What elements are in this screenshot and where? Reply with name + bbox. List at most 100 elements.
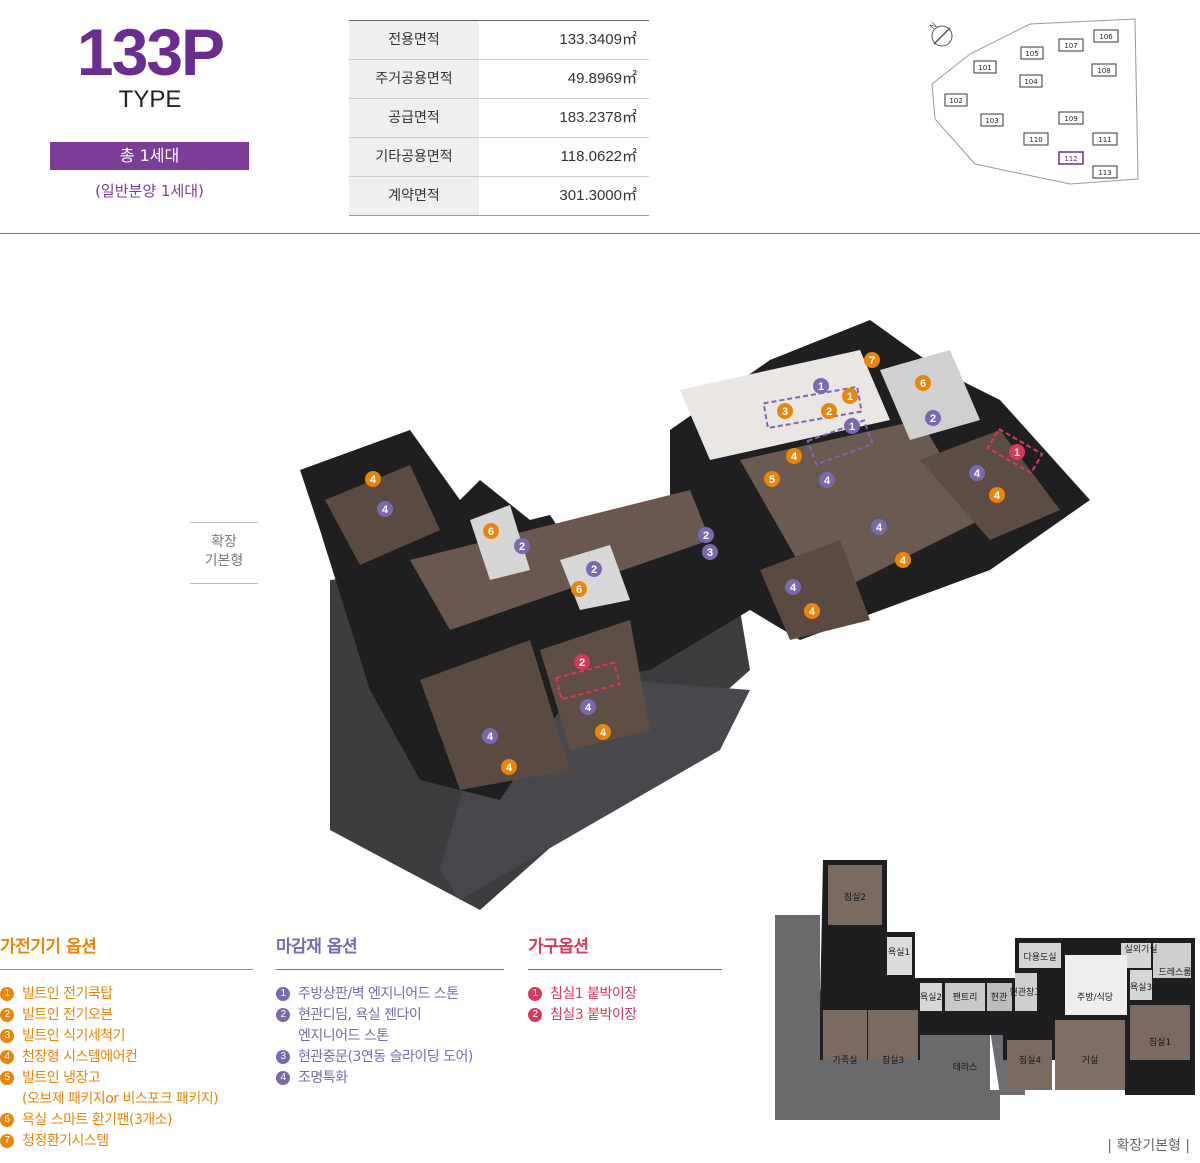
marker-finish-2: 2 [514, 538, 530, 554]
area-row: 계약면적 301.3000㎡ [349, 177, 649, 216]
area-row: 전용면적 133.3409㎡ [349, 21, 649, 60]
marker-finish-3: 3 [702, 544, 718, 560]
building-107: 107 [1058, 38, 1084, 52]
area-value: 118.0622㎡ [560, 148, 637, 165]
room-label: 다용도실 [1023, 952, 1056, 963]
number-icon: 6 [0, 1113, 14, 1127]
svg-text:2: 2 [591, 564, 597, 576]
svg-text:105: 105 [1025, 50, 1038, 58]
svg-text:2: 2 [579, 657, 585, 669]
svg-text:6: 6 [920, 378, 926, 390]
appliance-options-title: 가전기기 옵션 [0, 937, 97, 957]
option-text: 현관중문(3연동 슬라이딩 도어) [298, 1049, 473, 1065]
room-label: 가족실 [833, 1055, 858, 1066]
number-icon: 1 [0, 987, 14, 1001]
svg-text:104: 104 [1024, 78, 1038, 86]
list-item: 1 빌트인 전기쿡탑 [0, 984, 253, 1005]
room-label: 침실1 [1149, 1037, 1171, 1048]
type-code: 133P [76, 15, 225, 89]
svg-text:113: 113 [1098, 169, 1111, 177]
marker-furniture-1: 1 [1009, 444, 1025, 460]
option-text-line2: 엔지니어드 스톤 [298, 1028, 389, 1044]
room-label: 침실2 [844, 892, 866, 903]
room-utility [1019, 943, 1061, 968]
svg-text:4: 4 [974, 468, 981, 480]
option-text: 침실3 붙박이장 [550, 1007, 637, 1023]
svg-text:109: 109 [1064, 115, 1077, 123]
kitchen-island-outline [806, 419, 874, 466]
marker-finish-2: 2 [698, 527, 714, 543]
building-111: 111 [1092, 132, 1118, 146]
number-icon: 2 [528, 1008, 542, 1022]
marker-appliance-5: 5 [764, 471, 780, 487]
compass-label: N [928, 21, 939, 32]
svg-text:5: 5 [769, 474, 775, 486]
marker-finish-4: 4 [482, 728, 498, 744]
marker-appliance-6: 6 [915, 375, 931, 391]
svg-text:6: 6 [488, 526, 494, 538]
svg-text:1: 1 [1014, 447, 1020, 459]
option-text: 빌트인 냉장고(오브제 패키지or 비스포크 패키지) [22, 1068, 219, 1110]
svg-text:108: 108 [1097, 67, 1110, 75]
isometric-floor-plan: 4 6 6 7 6 1 3 2 4 5 4 4 4 4 4 4 2 2 2 3 … [300, 320, 1090, 910]
marker-appliance-3: 3 [777, 403, 793, 419]
building-109: 109 [1058, 111, 1084, 125]
room-kitchen [1065, 955, 1127, 1015]
marker-furniture-2: 2 [574, 654, 590, 670]
room-label: 욕실2 [920, 992, 942, 1003]
svg-text:2: 2 [930, 413, 936, 425]
room-label: 현관창고 [1009, 987, 1042, 998]
room-entrance-storage [1015, 973, 1037, 1011]
room-living [1055, 1020, 1125, 1090]
svg-text:2: 2 [826, 406, 832, 418]
wardrobe-bedroom3-outline [554, 661, 622, 701]
marker-finish-1: 1 [844, 418, 860, 434]
svg-text:4: 4 [824, 475, 831, 487]
room-label: 욕실1 [888, 947, 910, 958]
option-text: 빌트인 전기오븐 [22, 1007, 113, 1023]
number-icon: 2 [276, 1008, 290, 1022]
marker-appliance-1: 1 [842, 388, 858, 404]
option-text-line2: (오브제 패키지or 비스포크 패키지) [22, 1091, 219, 1107]
plan-type-tag: 확장 기본형 [190, 522, 258, 584]
building-103: 103 [980, 113, 1004, 127]
floor-family-room [420, 640, 570, 790]
marker-appliance-4: 4 [895, 552, 911, 568]
number-icon: 4 [276, 1071, 290, 1085]
option-text: 조명특화 [298, 1070, 348, 1086]
svg-text:103: 103 [985, 117, 998, 125]
svg-text:102: 102 [949, 97, 962, 105]
svg-text:3: 3 [782, 406, 788, 418]
marker-appliance-4: 4 [786, 448, 802, 464]
svg-text:106: 106 [1099, 33, 1113, 41]
building-110: 110 [1023, 132, 1049, 146]
area-value: 301.3000㎡ [559, 187, 637, 204]
room-bedroom2 [828, 865, 882, 925]
building-104: 104 [1019, 74, 1043, 88]
number-icon: 3 [276, 1050, 290, 1064]
room-label: 테라스 [953, 1062, 978, 1073]
svg-text:101: 101 [978, 64, 991, 72]
building-105: 105 [1020, 46, 1044, 60]
room-bedroom3 [868, 1010, 918, 1060]
list-item: 3 현관중문(3연동 슬라이딩 도어) [276, 1047, 504, 1068]
marker-appliance-2: 2 [821, 403, 837, 419]
svg-text:2: 2 [519, 541, 525, 553]
area-label: 기타공용면적 [349, 138, 479, 176]
svg-text:4: 4 [900, 555, 907, 567]
room-entrance [987, 983, 1012, 1011]
floor-bedroom3 [540, 620, 650, 750]
svg-text:107: 107 [1064, 42, 1077, 50]
marker-finish-1: 1 [813, 378, 829, 394]
option-text: 빌트인 전기쿡탑 [22, 986, 113, 1002]
svg-text:4: 4 [382, 504, 389, 516]
area-label: 공급면적 [349, 99, 479, 137]
floor-bath1 [470, 505, 530, 580]
